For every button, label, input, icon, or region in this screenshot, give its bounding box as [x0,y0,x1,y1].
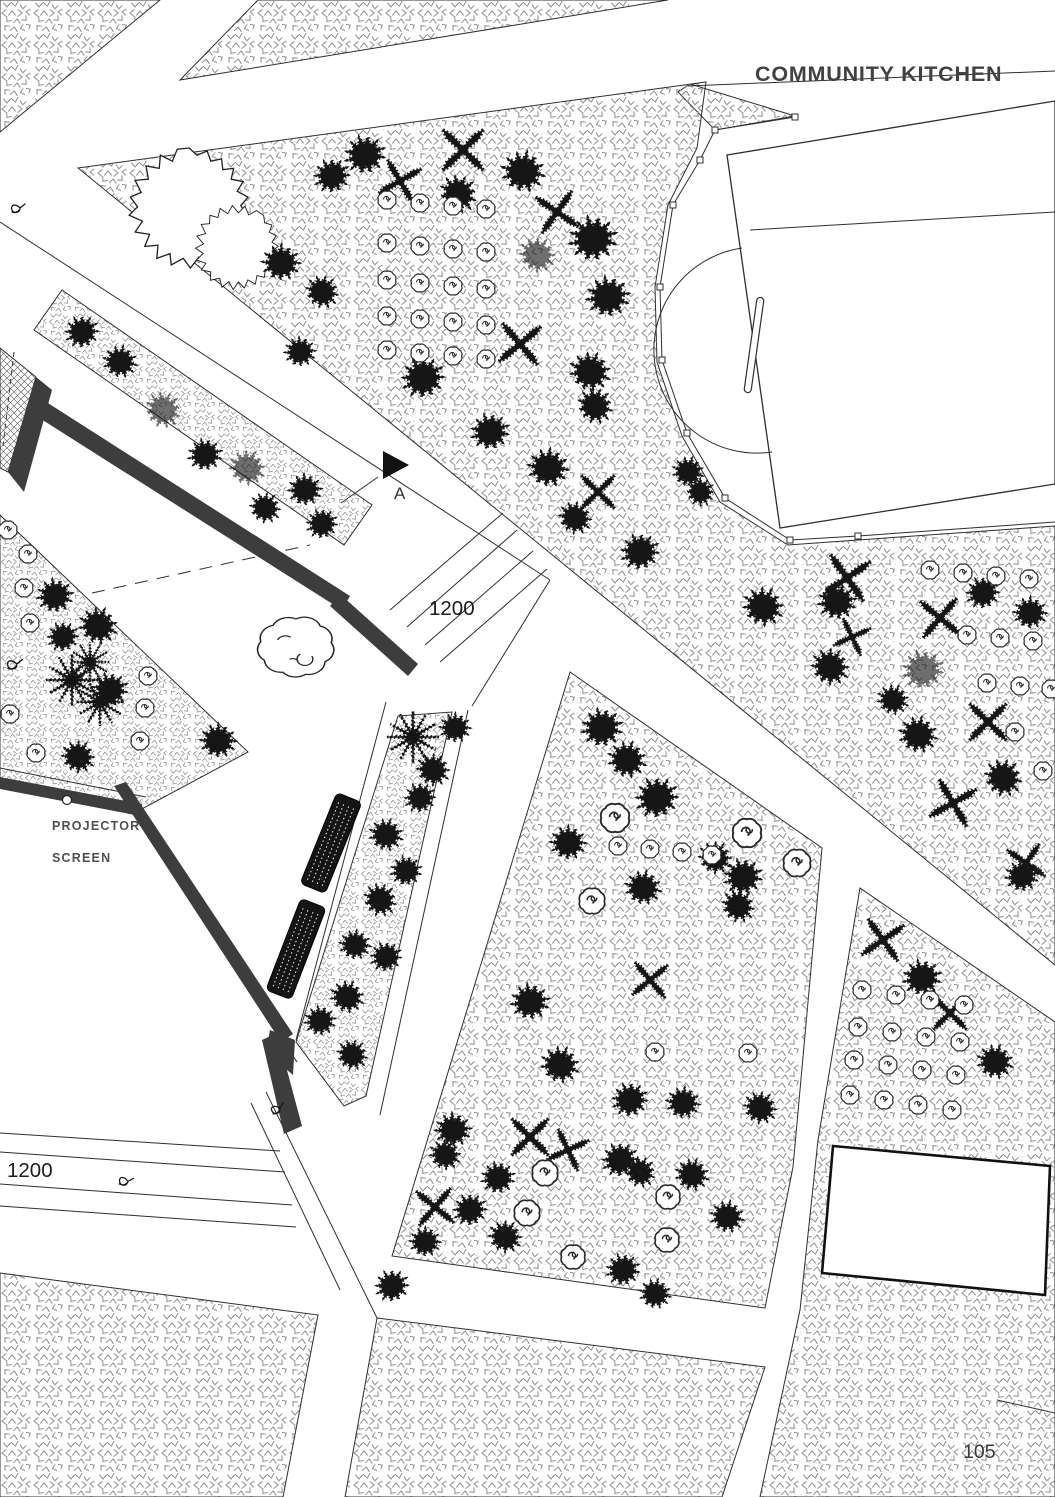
court-goal-marker [743,296,765,394]
planter-strip-lower [295,711,453,1107]
projector-screen-bar [0,777,142,816]
plaza-steps-upper [389,512,548,663]
grass-area-top-left [0,0,161,133]
court-key-arc-left [653,247,773,454]
cloud-shrub [256,616,335,678]
basketball-court [653,100,1055,529]
projector-marker [61,794,73,806]
plaza-edge-shadow-top [30,398,350,610]
building-footprint [820,1144,1052,1297]
plaza-wall-shadow [114,782,293,1042]
plaza-steps-lower [0,1132,297,1228]
page-number: 105 [963,1441,996,1463]
court-fence [656,113,1055,544]
dimension-upper-label: 1200 [429,597,475,620]
projector-label-line2: SCREEN [52,851,111,865]
dimension-lower-label: 1200 [7,1159,53,1182]
plaza-edge-shadow-corner [330,594,418,676]
court-baseline [749,211,1055,231]
sunken-plaza [0,347,548,1228]
section-marker: A [383,451,409,503]
grass-area-bottom-center [344,1317,766,1497]
section-cut-line [340,476,379,504]
grass-area-bottom-left [0,1272,319,1497]
section-marker-label: A [394,484,406,503]
planter-end-shadow [262,1033,302,1134]
grass-area-top-wedge [178,0,669,81]
fence-posts [656,113,862,544]
court-outline [726,100,1055,529]
planting-grid-overlay [0,82,1055,1497]
projector-label-line1: PROJECTOR [52,819,140,833]
area-title-label: COMMUNITY KITCHEN [755,62,1002,86]
section-arrow-icon [383,451,409,479]
